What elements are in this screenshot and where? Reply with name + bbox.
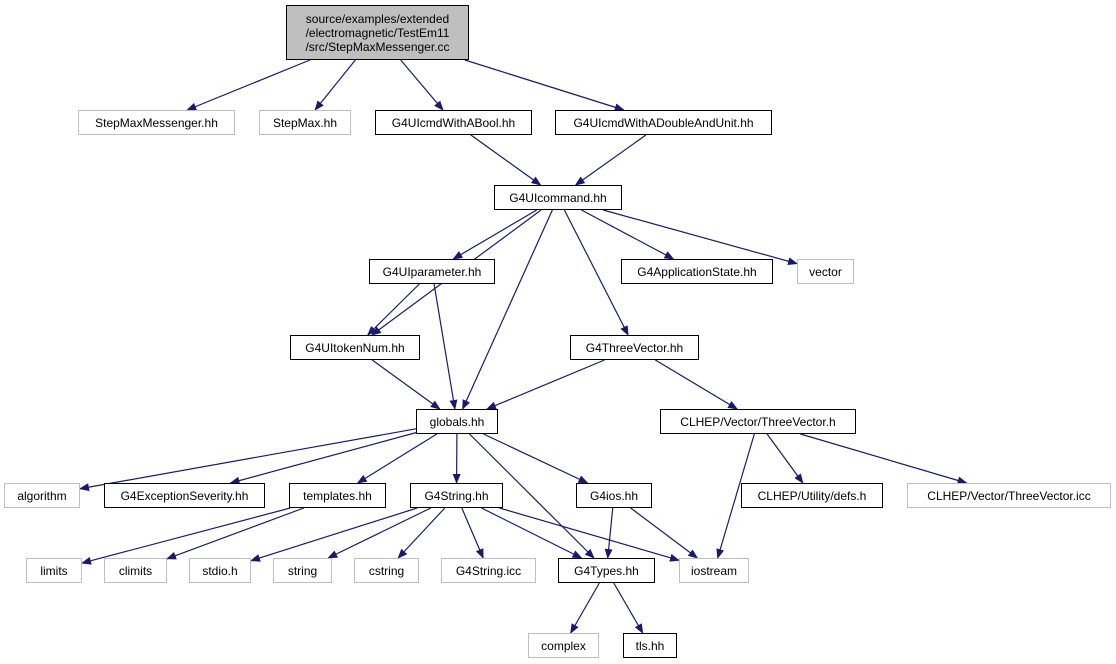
edge-g4uicmdwithabool_hh-to-g4uicommand_hh — [470, 134, 542, 186]
edge-g4ios_hh-to-g4types_hh — [604, 507, 614, 559]
node-g4uitokennum-hh[interactable]: G4UItokenNum.hh — [290, 335, 420, 360]
edge-clhep_threevector_h-to-iostream — [716, 433, 755, 559]
edge-root-to-stepmax_hh — [314, 59, 356, 111]
node-complex[interactable]: complex — [528, 633, 599, 658]
node-limits[interactable]: limits — [26, 558, 82, 583]
node-templates-hh[interactable]: templates.hh — [289, 483, 386, 508]
edge-globals_hh-to-algorithm — [79, 428, 417, 492]
node-g4ios-hh[interactable]: G4ios.hh — [576, 483, 652, 508]
edge-g4uitokennum_hh-to-globals_hh — [371, 359, 441, 410]
edge-g4uicommand_hh-to-vector — [603, 209, 798, 266]
root-file-line: source/examples/extended — [305, 11, 450, 26]
node-tls-hh[interactable]: tls.hh — [623, 633, 677, 658]
edge-g4string_hh-to-cstring — [397, 507, 446, 559]
edge-templates_hh-to-limits — [81, 507, 291, 565]
edge-g4uicommand_hh-to-g4threevector_hh — [563, 209, 629, 336]
edge-clhep_threevector_h-to-clhep_threevector_icc — [800, 433, 968, 485]
node-cstring[interactable]: cstring — [354, 558, 419, 583]
edge-root-to-g4uicmdwithabool_hh — [400, 59, 444, 111]
node-string[interactable]: string — [273, 558, 332, 583]
node-g4applicationstate-hh[interactable]: G4ApplicationState.hh — [621, 259, 773, 284]
node-clhep-utility-defs-h[interactable]: CLHEP/Utility/defs.h — [741, 483, 883, 508]
edge-globals_hh-to-g4exceptionseverity_hh — [229, 432, 417, 485]
edge-globals_hh-to-g4types_hh — [469, 433, 595, 559]
edge-templates_hh-to-climits — [166, 507, 305, 560]
edge-globals_hh-to-templates_hh — [356, 433, 438, 484]
root-file-node[interactable]: source/examples/extended /electromagneti… — [286, 5, 469, 60]
edge-g4uicmdwithadoubleandunit_hh-to-g4uicommand_hh — [574, 134, 647, 186]
edge-g4string_hh-to-string — [327, 507, 432, 559]
edge-g4uicommand_hh-to-g4applicationstate_hh — [581, 209, 675, 260]
node-g4uicmdwithabool-hh[interactable]: G4UIcmdWithABool.hh — [375, 110, 532, 135]
node-g4threevector-hh[interactable]: G4ThreeVector.hh — [570, 335, 699, 360]
edge-g4uiparameter_hh-to-g4uitokennum_hh — [366, 283, 420, 336]
node-stepmax-hh[interactable]: StepMax.hh — [259, 110, 351, 135]
edge-g4uicommand_hh-to-globals_hh — [462, 209, 553, 410]
node-globals-hh[interactable]: globals.hh — [416, 409, 498, 434]
edge-g4string_hh-to-g4types_hh — [481, 507, 583, 559]
node-stepmaxmessenger-hh[interactable]: StepMaxMessenger.hh — [78, 110, 235, 135]
node-g4types-hh[interactable]: G4Types.hh — [558, 558, 655, 583]
node-vector[interactable]: vector — [797, 259, 854, 284]
edge-g4threevector_hh-to-globals_hh — [486, 359, 605, 410]
node-clhep-vector-threevector-icc[interactable]: CLHEP/Vector/ThreeVector.icc — [907, 483, 1111, 508]
edge-g4string_hh-to-iostream — [499, 507, 680, 562]
root-file-line: /electromagnetic/TestEm11 — [305, 25, 450, 40]
edge-root-to-g4uicmdwithadoubleandunit_hh — [464, 59, 625, 112]
node-iostream[interactable]: iostream — [679, 558, 749, 583]
edge-g4threevector_hh-to-clhep_threevector_h — [655, 359, 738, 410]
node-g4uiparameter-hh[interactable]: G4UIparameter.hh — [369, 259, 495, 284]
node-algorithm[interactable]: algorithm — [4, 483, 80, 508]
edge-g4string_hh-to-g4string_icc — [461, 507, 484, 559]
node-g4string-icc[interactable]: G4String.icc — [441, 558, 536, 583]
edge-globals_hh-to-g4ios_hh — [483, 433, 589, 484]
edge-g4uicommand_hh-to-g4uiparameter_hh — [452, 209, 538, 260]
node-g4uicommand-hh[interactable]: G4UIcommand.hh — [494, 185, 622, 210]
edge-g4types_hh-to-complex — [570, 582, 600, 634]
node-stdio-h[interactable]: stdio.h — [189, 558, 251, 583]
node-climits[interactable]: climits — [104, 558, 167, 583]
node-g4exceptionseverity-hh[interactable]: G4ExceptionSeverity.hh — [104, 483, 265, 508]
node-g4uicmdwithadoubleandunit-hh[interactable]: G4UIcmdWithADoubleAndUnit.hh — [555, 110, 772, 135]
node-clhep-vector-threevector-h[interactable]: CLHEP/Vector/ThreeVector.h — [660, 409, 856, 434]
edge-root-to-stepmaxmessenger_hh — [186, 59, 311, 111]
node-g4string-hh[interactable]: G4String.hh — [410, 483, 503, 508]
edge-g4uiparameter_hh-to-globals_hh — [433, 283, 458, 410]
edge-g4types_hh-to-tls_hh — [613, 582, 644, 634]
edge-clhep_threevector_h-to-clhep_defs_h — [766, 433, 804, 484]
root-file-line: /src/StepMaxMessenger.cc — [305, 39, 450, 54]
edge-g4string_hh-to-stdio_h — [250, 507, 418, 562]
edge-g4ios_hh-to-iostream — [630, 507, 699, 559]
